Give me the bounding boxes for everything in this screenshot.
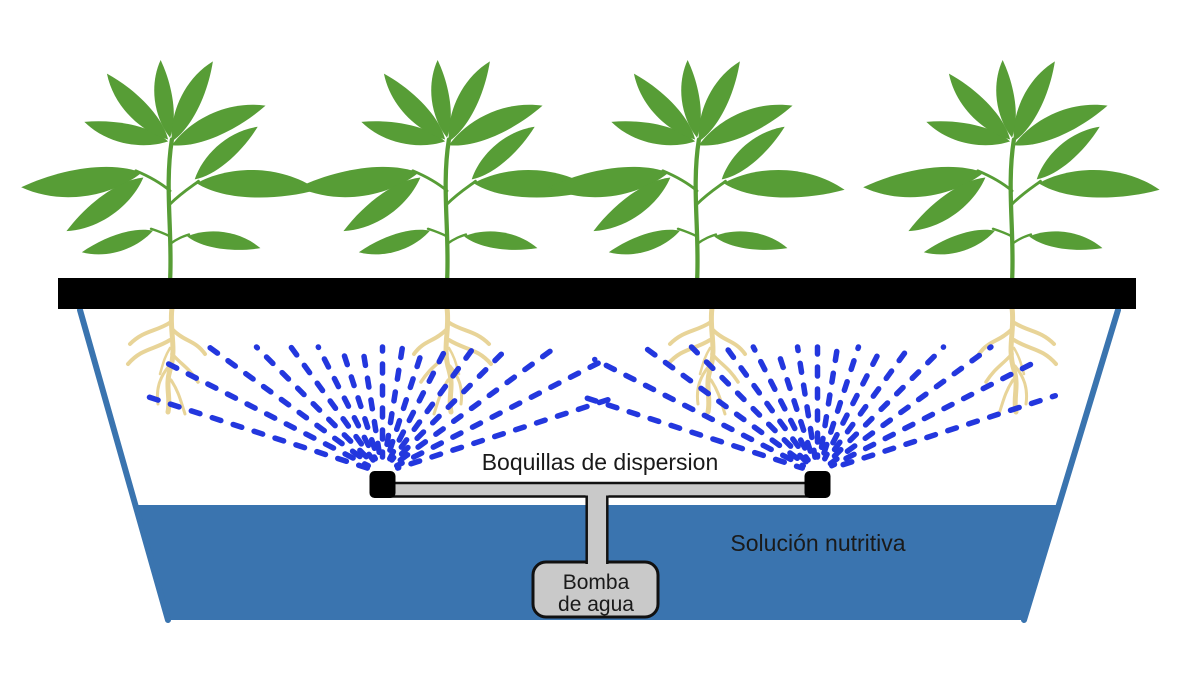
spray-ray	[829, 392, 1059, 471]
spray-ray	[723, 344, 811, 463]
nozzles-label: Boquillas de dispersion	[482, 449, 719, 475]
pump-label-line2: de agua	[558, 593, 634, 616]
container-wall-left	[77, 307, 171, 623]
root-cluster	[128, 308, 205, 414]
grow-tray-lid	[58, 278, 1136, 309]
spray-ray	[817, 344, 841, 460]
root-cluster	[979, 308, 1056, 414]
spray-nozzle	[369, 471, 396, 498]
spray-ray	[394, 356, 609, 469]
solution-label: Solución nutritiva	[730, 530, 905, 556]
spray-ray	[359, 344, 383, 460]
spray-ray	[591, 356, 806, 469]
pump-riser-pipe	[585, 487, 609, 572]
spray-ray	[794, 344, 818, 460]
spray-ray	[576, 392, 806, 471]
spray-ray	[822, 344, 885, 462]
spray-ray	[382, 344, 406, 460]
plant	[548, 57, 847, 282]
spray-ray	[750, 344, 813, 462]
spray-ray	[253, 344, 374, 465]
plant	[21, 57, 320, 282]
spray-ray	[394, 392, 624, 471]
spray-ray	[773, 344, 816, 461]
plant	[298, 57, 597, 282]
spray-ray	[141, 392, 371, 471]
spray-ray	[391, 344, 512, 465]
spray-ray	[826, 344, 947, 465]
spray-ray	[392, 344, 559, 467]
spray-ray	[641, 344, 808, 467]
spray-ray	[338, 344, 381, 461]
spray-mist	[141, 344, 1059, 471]
plumbing	[369, 471, 831, 619]
spray-ray	[206, 344, 373, 467]
spray-ray	[829, 356, 1044, 469]
spray-ray	[315, 344, 378, 462]
spray-nozzle	[804, 471, 831, 498]
root-cluster	[414, 308, 491, 414]
plant	[863, 57, 1162, 282]
pump-label-line1: Bomba	[563, 571, 630, 594]
spray-ray	[387, 344, 450, 462]
spray-ray	[384, 344, 427, 461]
container-wall-right	[1021, 307, 1121, 623]
spray-ray	[389, 344, 477, 463]
spray-nozzles	[369, 471, 831, 498]
spray-ray	[288, 344, 376, 463]
plants	[21, 57, 1162, 282]
spray-ray	[819, 344, 862, 461]
spray-ray	[824, 344, 912, 463]
spray-ray	[688, 344, 809, 465]
spray-ray	[156, 356, 371, 469]
